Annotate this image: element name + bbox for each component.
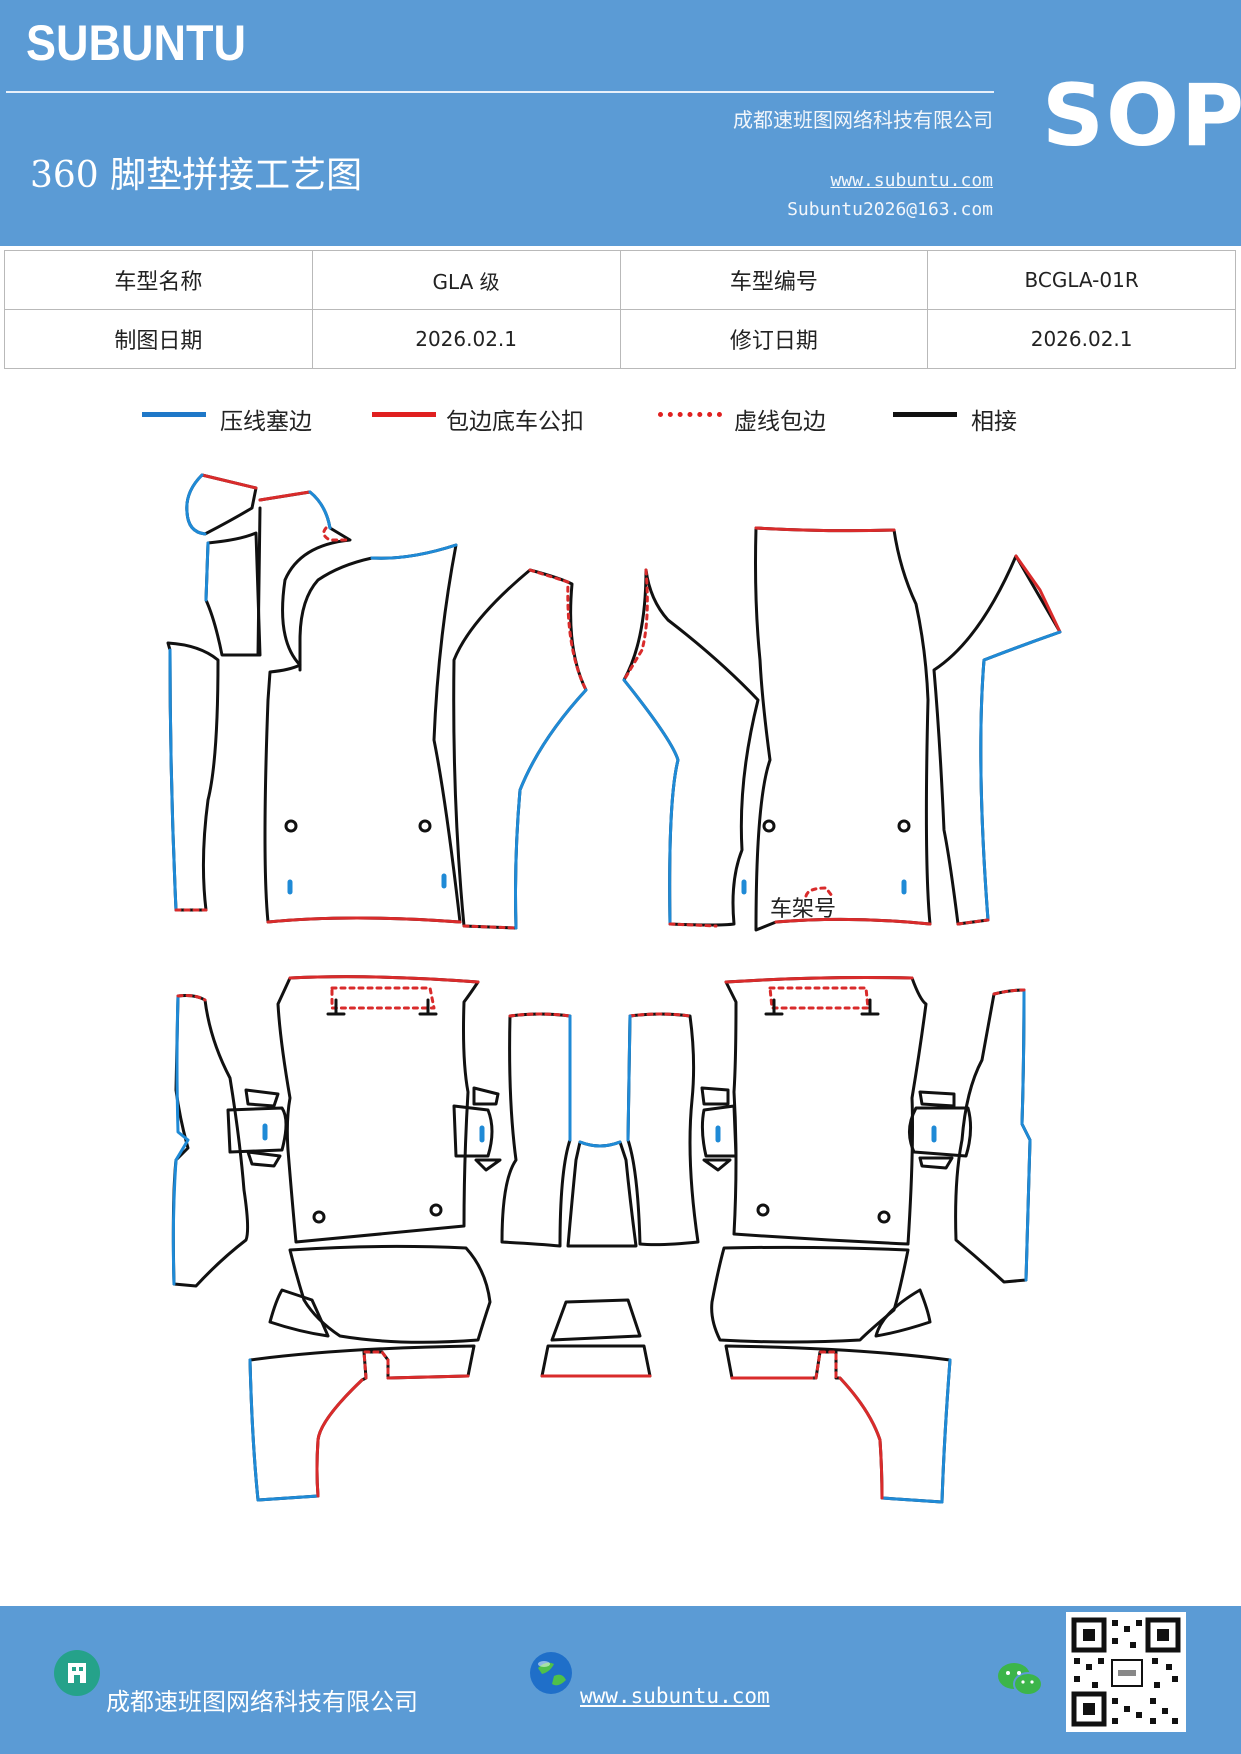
wechat-icon[interactable]: [996, 1660, 1044, 1700]
info-table: 车型名称 GLA 级 车型编号 BCGLA-01R 制图日期 2026.02.1…: [4, 250, 1236, 369]
floor-mat-diagram: 车架号: [0, 450, 1241, 1530]
model-code-label: 车型编号: [619, 250, 929, 310]
rear-mats-group: [171, 975, 1032, 1504]
legend-swatch-red: [372, 412, 436, 417]
globe-icon: [528, 1650, 574, 1696]
legend-label: 包边底车公扣: [446, 409, 584, 435]
mat-pattern-drawing: 车架号: [166, 473, 1062, 1504]
sop-badge: SOP: [1042, 66, 1241, 166]
legend-label: 相接: [971, 409, 1017, 435]
company-name: 成都速班图网络科技有限公司: [733, 108, 993, 132]
footer-banner: 成都速班图网络科技有限公司 www.subuntu.com: [0, 1606, 1241, 1754]
table-row: 制图日期 2026.02.1 修订日期 2026.02.1: [4, 309, 1236, 369]
legend-swatch-black: [893, 412, 957, 417]
front-right-mat-group: 车架号: [622, 526, 1062, 932]
header-banner: SUBUNTU 成都速班图网络科技有限公司 360 脚垫拼接工艺图 www.su…: [0, 0, 1241, 246]
front-left-mat-group: [166, 473, 588, 930]
legend: 压线塞边 包边底车公扣 虚线包边 相接: [0, 402, 1241, 442]
footer-website-link[interactable]: www.subuntu.com: [580, 1684, 770, 1708]
revise-date-value: 2026.02.1: [927, 309, 1236, 369]
email-address: Subuntu2026@163.com: [787, 199, 993, 220]
legend-swatch-red-dotted: [658, 412, 722, 417]
legend-swatch-blue: [142, 412, 206, 417]
legend-label: 压线塞边: [220, 409, 312, 435]
page-title: 360 脚垫拼接工艺图: [30, 155, 363, 196]
table-row: 车型名称 GLA 级 车型编号 BCGLA-01R: [4, 250, 1236, 310]
legend-label: 虚线包边: [734, 409, 826, 435]
draw-date-value: 2026.02.1: [311, 309, 621, 369]
brand-logo: SUBUNTU: [26, 15, 246, 71]
building-icon: [54, 1650, 100, 1696]
model-name-label: 车型名称: [4, 250, 313, 310]
qr-code-icon[interactable]: [1066, 1612, 1186, 1732]
model-name-value: GLA 级: [311, 250, 621, 310]
footer-company: 成都速班图网络科技有限公司: [106, 1688, 418, 1716]
revise-date-label: 修订日期: [619, 309, 929, 369]
draw-date-label: 制图日期: [4, 309, 313, 369]
frame-label: 车架号: [770, 896, 836, 921]
model-code-value: BCGLA-01R: [927, 250, 1236, 310]
header-divider: [6, 91, 994, 93]
website-link[interactable]: www.subuntu.com: [830, 170, 993, 191]
